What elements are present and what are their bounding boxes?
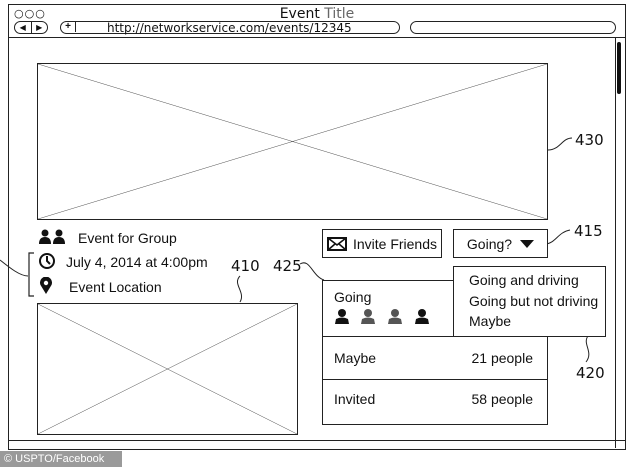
event-datetime: July 4, 2014 at 4:00pm <box>66 254 208 270</box>
ref-430: 430 <box>575 131 604 149</box>
title-event: Event <box>279 6 320 22</box>
nav-buttons: ◀ ▶ <box>14 21 48 34</box>
invite-friends-label: Invite Friends <box>352 235 438 252</box>
ref-420: 420 <box>576 364 605 382</box>
window-controls[interactable]: ○○○ <box>14 7 46 20</box>
caret-down-icon <box>520 239 535 248</box>
row-label: Maybe <box>334 350 377 366</box>
window-title: Event Title <box>0 6 634 22</box>
address-bar[interactable]: + http://networkservice.com/events/12345 <box>60 21 400 35</box>
clock-icon <box>39 253 55 269</box>
event-location[interactable]: Event Location <box>69 279 162 295</box>
new-tab-button[interactable]: + <box>61 22 76 32</box>
rsvp-option[interactable]: Going and driving <box>469 272 579 288</box>
group-icon <box>39 229 65 244</box>
attendance-row[interactable]: Invited 58 people <box>323 379 547 424</box>
image-credit: © USPTO/Facebook <box>0 451 122 467</box>
ref-410: 410 <box>231 257 260 275</box>
attendance-row[interactable]: Maybe 21 people <box>323 336 547 381</box>
title-title: Title <box>324 6 355 22</box>
ref-425: 425 <box>273 257 302 275</box>
rsvp-dropdown-button[interactable]: Going? <box>453 229 548 258</box>
ref-415: 415 <box>574 222 603 240</box>
secondary-image-placeholder <box>37 303 298 435</box>
invite-friends-button[interactable]: Invite Friends <box>322 229 442 258</box>
rsvp-option[interactable]: Going but not driving <box>469 292 599 309</box>
vertical-scrollbar[interactable] <box>615 38 624 448</box>
attendee-avatar-icon <box>415 309 429 324</box>
attendee-avatar-icon <box>335 309 349 324</box>
going-label[interactable]: Going <box>334 289 372 305</box>
search-input[interactable] <box>410 21 616 34</box>
row-count: 21 people <box>471 350 533 366</box>
scrollbar-thumb[interactable] <box>617 42 621 94</box>
forward-button[interactable]: ▶ <box>36 23 43 32</box>
rsvp-label: Going? <box>466 235 513 252</box>
attendee-avatar-icon <box>361 309 375 324</box>
title-bar <box>8 4 626 38</box>
location-pin-icon <box>40 277 52 294</box>
rsvp-menu: Going and driving Going but not driving … <box>453 266 606 337</box>
url-text[interactable]: http://networkservice.com/events/12345 <box>107 21 352 35</box>
attendee-avatar-icon <box>388 309 402 324</box>
cover-image-placeholder <box>37 63 548 220</box>
envelope-icon <box>326 236 347 251</box>
rsvp-option[interactable]: Maybe <box>469 313 512 329</box>
row-count: 58 people <box>471 391 533 407</box>
back-button[interactable]: ◀ <box>15 22 32 33</box>
row-label: Invited <box>334 391 376 407</box>
bottom-bar <box>8 440 626 451</box>
attendee-avatars <box>335 309 429 324</box>
event-group-label: Event for Group <box>78 230 177 246</box>
browser-window <box>8 4 626 450</box>
